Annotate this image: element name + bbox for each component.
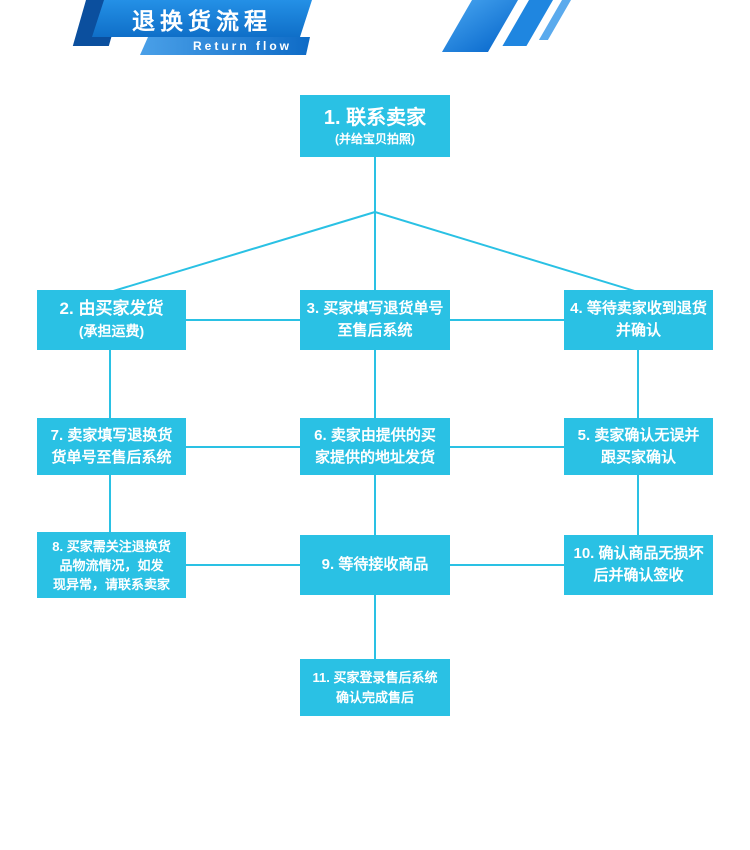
flow-step-4: 4. 等待卖家收到退货 并确认 bbox=[564, 290, 713, 350]
flow-step-8: 8. 买家需关注退换货 品物流情况，如发 现异常，请联系卖家 bbox=[37, 532, 186, 598]
step-text: 9. 等待接收商品 bbox=[321, 556, 429, 573]
header-subtitle-strip: Return flow bbox=[140, 37, 310, 55]
step-text: 5. 卖家确认无误并 bbox=[577, 426, 700, 444]
step-text: (承担运费) bbox=[78, 323, 145, 339]
flow-step-9: 9. 等待接收商品 bbox=[300, 535, 450, 595]
header-banner: 退换货流程 bbox=[92, 0, 312, 37]
page-title: 退换货流程 bbox=[132, 7, 272, 34]
page-subtitle: Return flow bbox=[193, 39, 292, 53]
step-text: 现异常，请联系卖家 bbox=[52, 576, 170, 592]
step-text: 并确认 bbox=[615, 322, 661, 339]
flow-step-2: 2. 由买家发货 (承担运费) bbox=[37, 290, 186, 350]
step-text: 3. 买家填写退货单号 bbox=[306, 300, 444, 317]
step-text: 6. 卖家由提供的买 bbox=[314, 426, 436, 444]
flow-step-11: 11. 买家登录售后系统 确认完成售后 bbox=[300, 659, 450, 716]
flow-step-6: 6. 卖家由提供的买 家提供的地址发货 bbox=[300, 418, 450, 475]
step-text: 8. 买家需关注退换货 bbox=[52, 538, 171, 554]
flow-step-7: 7. 卖家填写退换货 货单号至售后系统 bbox=[37, 418, 186, 475]
step-text: 后并确认签收 bbox=[593, 567, 684, 584]
flow-step-5: 5. 卖家确认无误并 跟买家确认 bbox=[564, 418, 713, 475]
step-text: 跟买家确认 bbox=[600, 448, 676, 466]
step-text: 7. 卖家填写退换货 bbox=[50, 426, 173, 444]
step-text: 至售后系统 bbox=[337, 322, 413, 339]
step-text: 2. 由买家发货 bbox=[59, 299, 164, 318]
step-text: 品物流情况，如发 bbox=[59, 557, 164, 573]
step-text: 家提供的地址发货 bbox=[314, 448, 435, 466]
step-text: (并给宝贝拍照) bbox=[335, 132, 415, 146]
step-text: 确认完成售后 bbox=[335, 689, 414, 705]
step-text: 4. 等待卖家收到退货 bbox=[570, 300, 707, 317]
step-text: 1. 联系卖家 bbox=[323, 107, 427, 129]
step-text: 货单号至售后系统 bbox=[51, 448, 172, 466]
step-text: 10. 确认商品无损坏 bbox=[573, 545, 704, 562]
flow-step-10: 10. 确认商品无损坏 后并确认签收 bbox=[564, 535, 713, 595]
flow-step-3: 3. 买家填写退货单号 至售后系统 bbox=[300, 290, 450, 350]
step-text: 11. 买家登录售后系统 bbox=[312, 669, 438, 685]
flow-step-1: 1. 联系卖家 (并给宝贝拍照) bbox=[300, 95, 450, 157]
